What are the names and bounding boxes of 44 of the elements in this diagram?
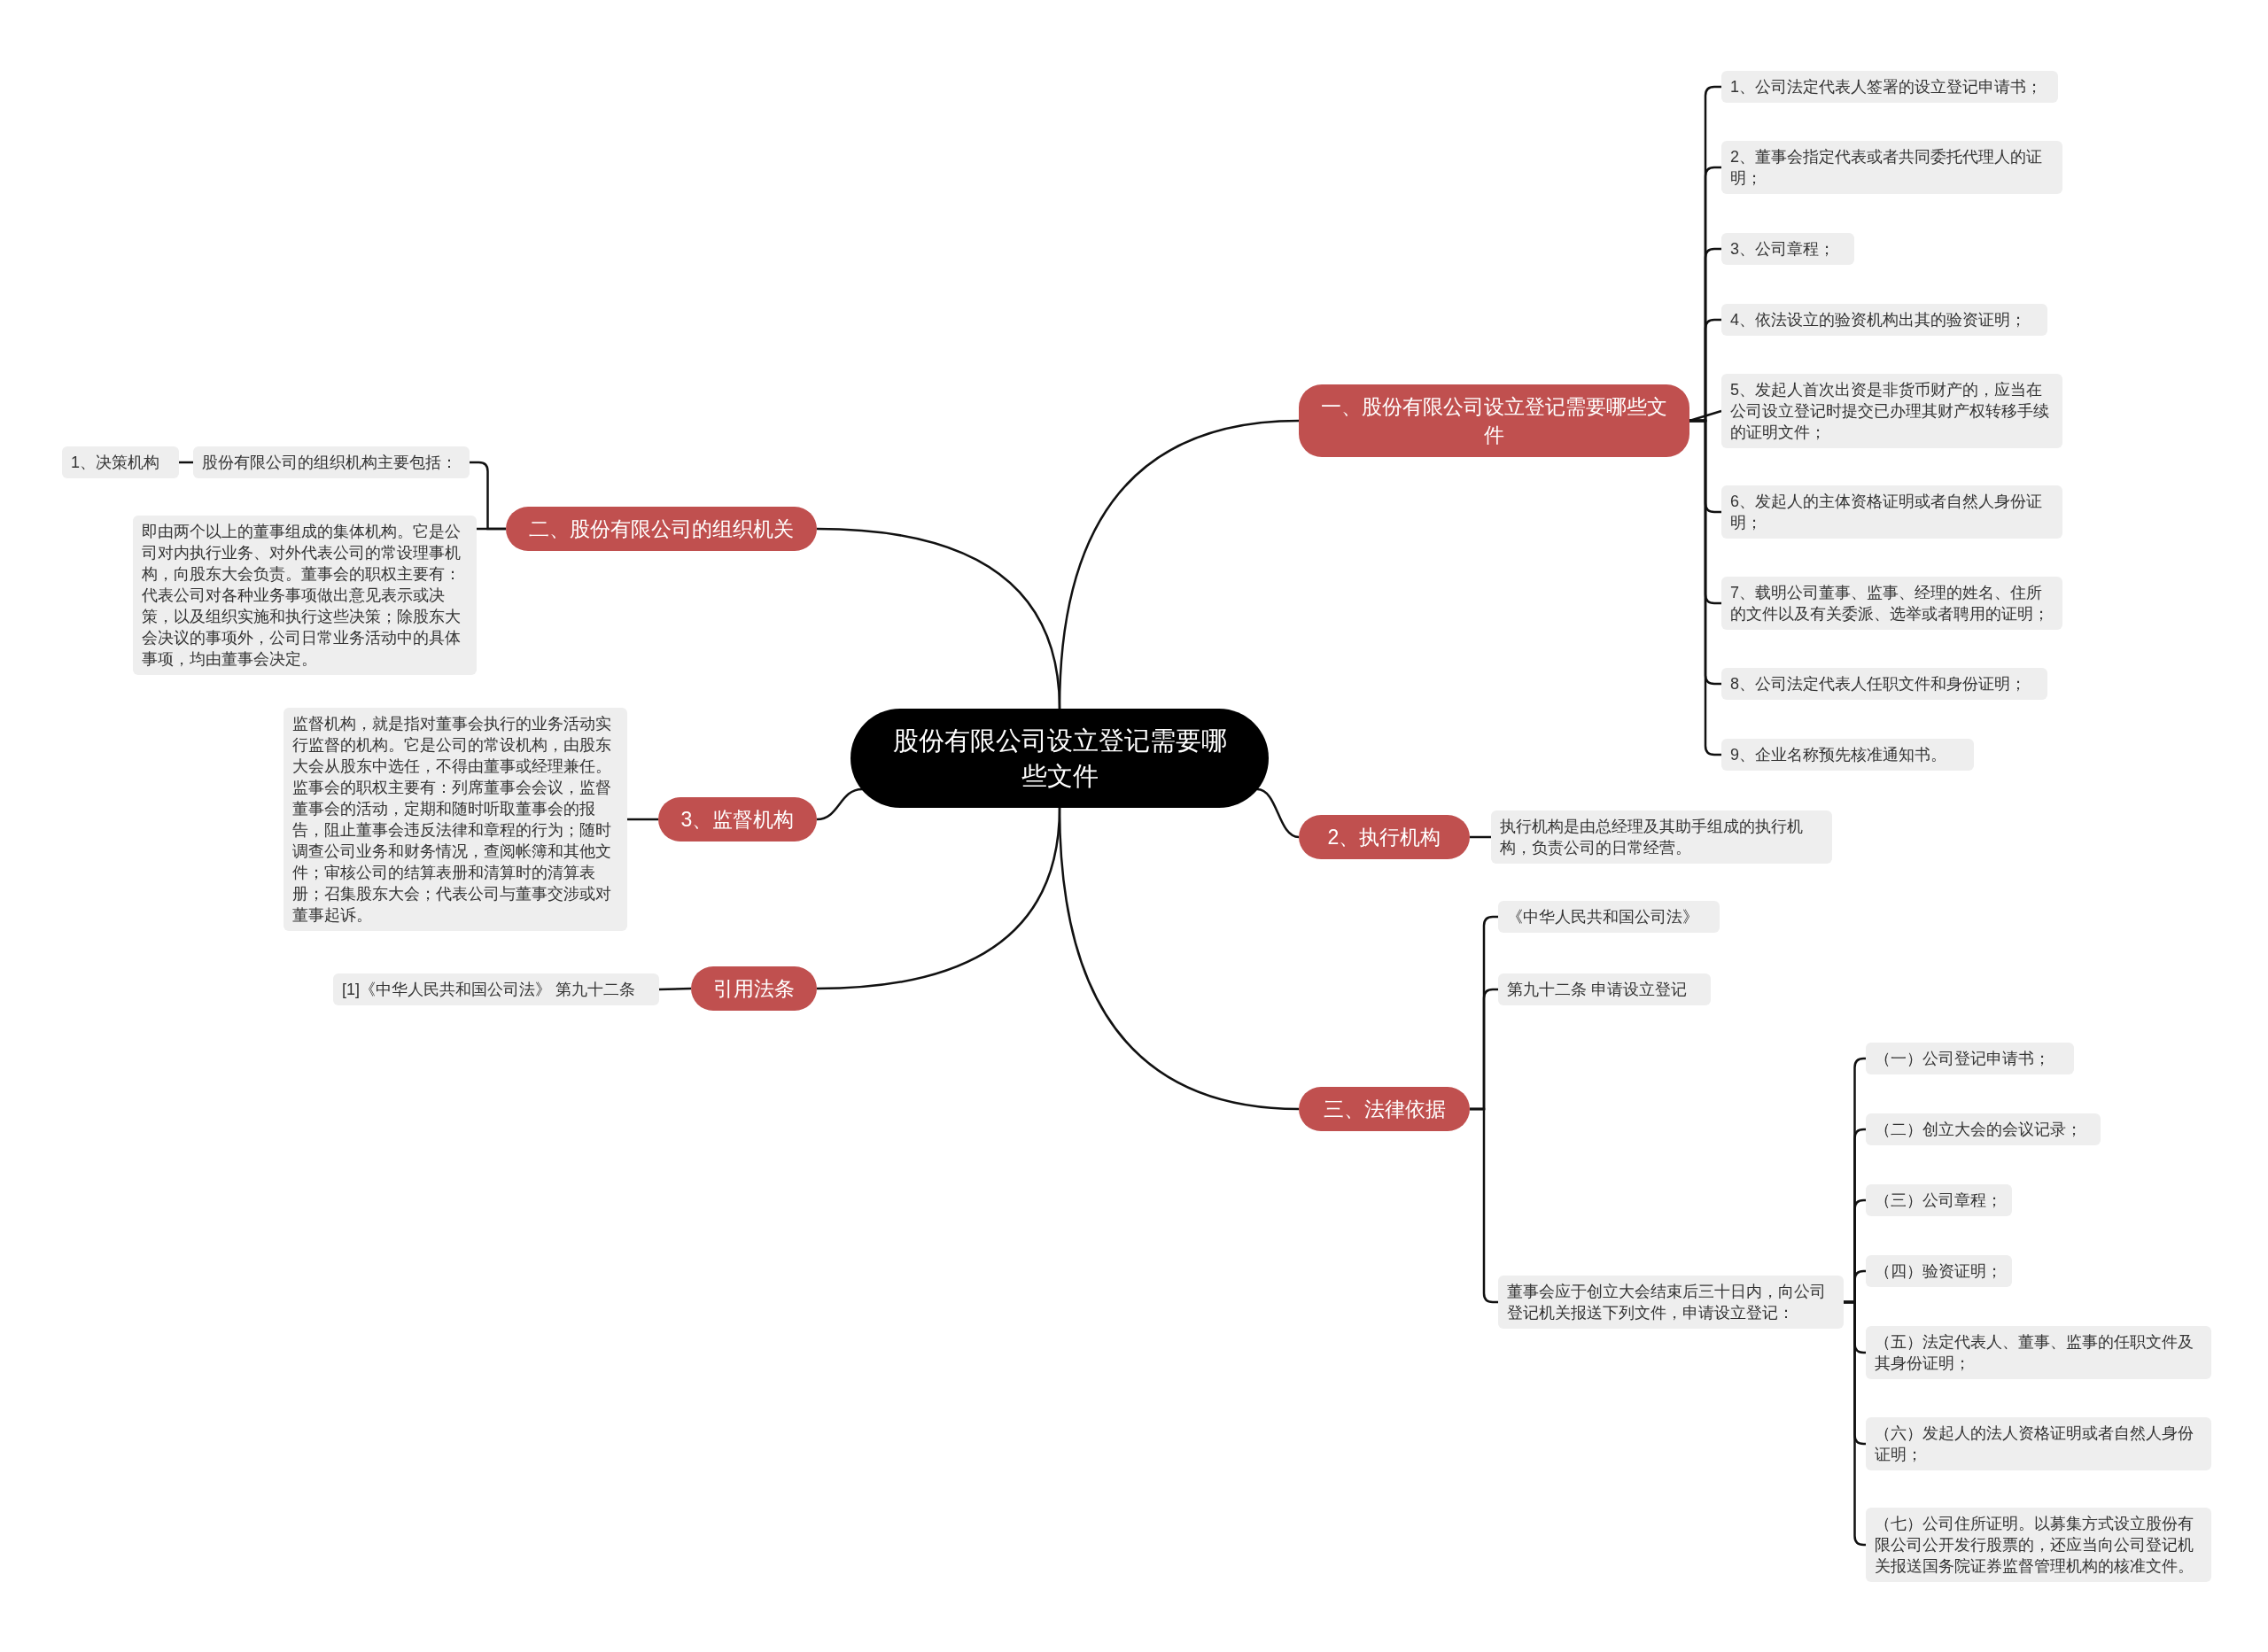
leaf-topic: 1、公司法定代表人签署的设立登记申请书； <box>1721 71 2058 103</box>
connector-line <box>816 787 863 821</box>
connector-line <box>1058 807 1300 1111</box>
connector-line <box>658 987 692 991</box>
leaf-topic: （七）公司住所证明。以募集方式设立股份有限公司公开发行股票的，还应当向公司登记机关报送国务院证券监督管理机构的核准文件。 <box>1866 1508 2211 1582</box>
connector-line <box>477 527 506 531</box>
leaf-topic: 《中华人民共和国公司法》 <box>1498 901 1720 933</box>
leaf-topic: 监督机构，就是指对董事会执行的业务活动实行监督的机构。它是公司的常设机构，由股东大会从股东中选任，不得由董事或经理兼任。监事会的职权主要有：列席董事会会议，监督董事会的活动，定期和随时听取董事会的报告，阻止董事会违反法律和章程的行为；随时调查公司业务和财务情况，查阅帐簿和其他文件；审核公司的结算表册和清算时的清算表册；召集股东大会；代表公司与董事交涉或对董事起诉。 <box>284 708 627 931</box>
connector-line <box>1689 419 1721 756</box>
connector-line <box>1470 835 1491 839</box>
leaf-topic: 第九十二条 申请设立登记 <box>1498 973 1711 1005</box>
branch-topic: 二、股份有限公司的组织机关 <box>506 507 817 551</box>
leaf-topic: 执行机构是由总经理及其助手组成的执行机构，负责公司的日常经营。 <box>1491 810 1832 864</box>
leaf-topic: 股份有限公司的组织机构主要包括： <box>193 446 470 478</box>
leaf-topic: 5、发起人首次出资是非货币财产的，应当在公司设立登记时提交已办理其财产权转移手续的证明文件； <box>1721 374 2062 448</box>
branch-topic: 引用法条 <box>691 966 817 1011</box>
leaf-topic: （六）发起人的法人资格证明或者自然人身份证明； <box>1866 1417 2211 1470</box>
branch-topic: 3、监督机构 <box>658 797 817 842</box>
connector-line <box>1256 787 1300 839</box>
leaf-topic: （一）公司登记申请书； <box>1866 1043 2074 1074</box>
leaf-topic: 董事会应于创立大会结束后三十日内，向公司登记机关报送下列文件，申请设立登记： <box>1498 1276 1844 1329</box>
connector-line <box>816 527 1061 710</box>
leaf-topic: 1、决策机构 <box>62 446 179 478</box>
leaf-topic: （三）公司章程； <box>1866 1184 2012 1216</box>
leaf-topic: 7、载明公司董事、监事、经理的姓名、住所的文件以及有关委派、选举或者聘用的证明； <box>1721 577 2062 630</box>
leaf-topic: 2、董事会指定代表或者共同委托代理人的证明； <box>1721 141 2062 194</box>
branch-topic: 一、股份有限公司设立登记需要哪些文件 <box>1299 384 1689 457</box>
connector-line <box>1470 1107 1498 1304</box>
leaf-topic: [1]《中华人民共和国公司法》 第九十二条 <box>333 973 659 1005</box>
connector-line <box>1689 409 1722 423</box>
leaf-topic: （五）法定代表人、董事、监事的任职文件及其身份证明； <box>1866 1326 2211 1379</box>
connector-line <box>1844 1300 1866 1547</box>
leaf-topic: 3、公司章程； <box>1721 233 1854 265</box>
leaf-topic: 即由两个以上的董事组成的集体机构。它是公司对内执行业务、对外代表公司的常设理事机构，向股东大会负责。董事会的职权主要有：代表公司对各种业务事项做出意见表示或决策，以及组织实施和执行这些决策；除股东大会决议的事项外，公司日常业务活动中的具体事项，均由董事会决定。 <box>133 516 477 675</box>
branch-topic: 2、执行机构 <box>1299 815 1470 859</box>
branch-topic: 三、法律依据 <box>1299 1087 1470 1131</box>
leaf-topic: （四）验资证明； <box>1866 1255 2012 1287</box>
leaf-topic: （二）创立大会的会议记录； <box>1866 1113 2101 1145</box>
connector-line <box>627 818 658 821</box>
leaf-topic: 4、依法设立的验资机构出其的验资证明； <box>1721 304 2047 336</box>
leaf-topic: 8、公司法定代表人任职文件和身份证明； <box>1721 668 2047 700</box>
central-topic: 股份有限公司设立登记需要哪些文件 <box>850 709 1269 808</box>
leaf-topic: 9、企业名称预先核准通知书。 <box>1721 739 1974 771</box>
leaf-topic: 6、发起人的主体资格证明或者自然人身份证明； <box>1721 485 2062 539</box>
